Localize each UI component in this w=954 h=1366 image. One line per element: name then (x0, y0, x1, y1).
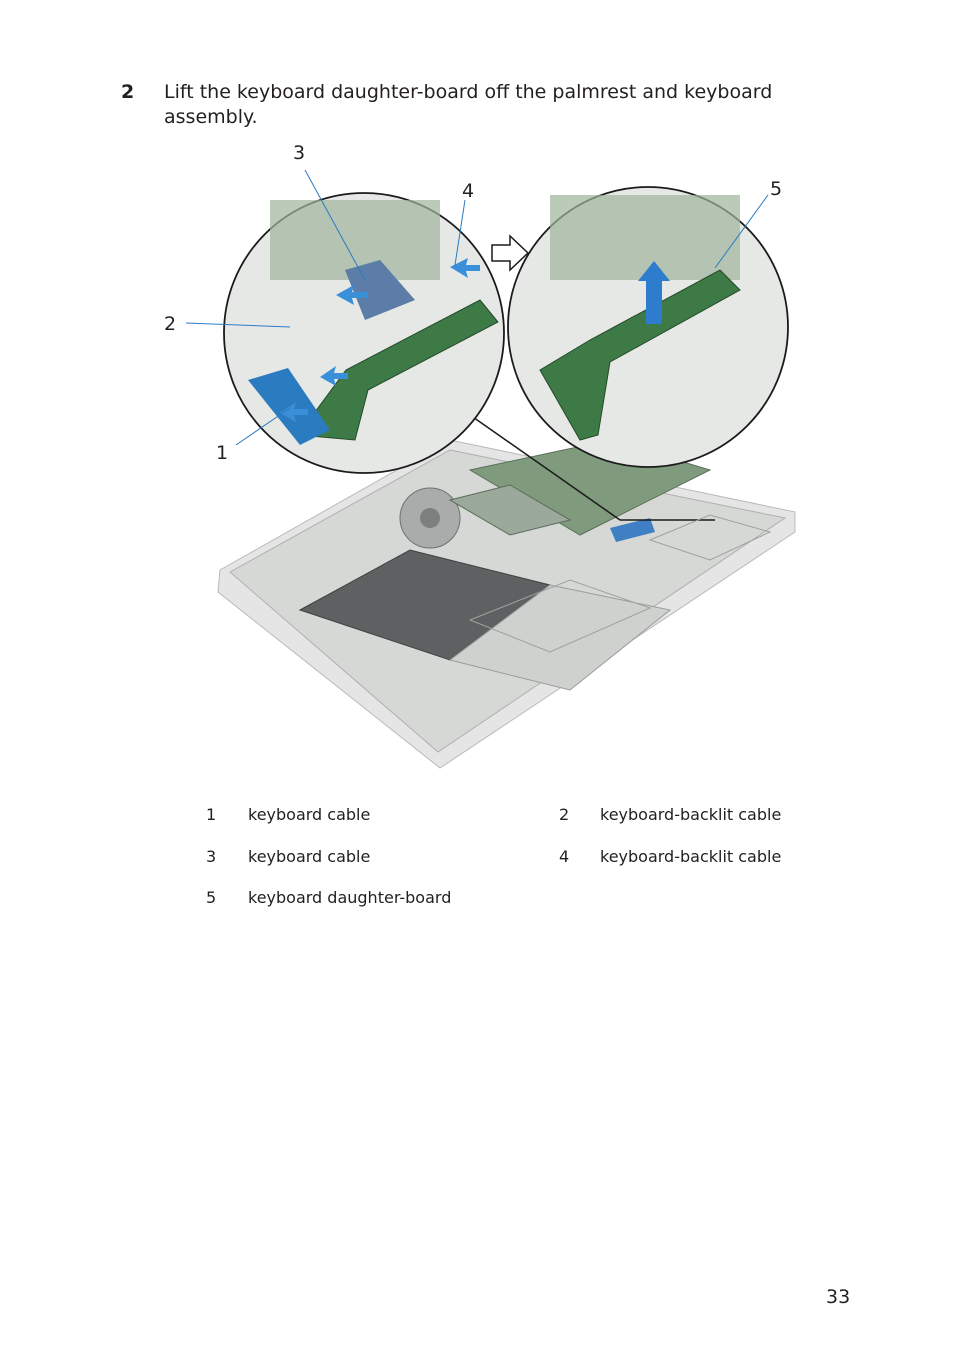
legend-label: keyboard cable (248, 847, 371, 866)
legend-number: 1 (206, 805, 217, 824)
laptop-diagram (185, 169, 796, 769)
legend-number: 4 (559, 847, 570, 866)
zoom-detail-left (223, 192, 505, 474)
disassembly-illustration: 3 4 5 2 1 (150, 140, 810, 780)
legend-label: keyboard daughter-board (248, 888, 452, 907)
callout-1: 1 (216, 442, 229, 464)
step-text: Lift the keyboard daughter-board off the… (164, 81, 773, 128)
callout-5: 5 (770, 178, 783, 200)
zoom-detail-right (507, 186, 789, 468)
legend-number: 5 (206, 888, 217, 907)
legend-number: 2 (559, 805, 570, 824)
callout-4: 4 (462, 180, 475, 202)
laptop-base (217, 439, 796, 769)
legend-label: keyboard-backlit cable (600, 805, 782, 824)
page-number: 33 (826, 1286, 851, 1308)
transition-arrow-icon (491, 234, 530, 272)
legend-label: keyboard-backlit cable (600, 847, 782, 866)
legend-label: keyboard cable (248, 805, 371, 824)
callout-2: 2 (164, 313, 177, 335)
legend-number: 3 (206, 847, 217, 866)
callout-3: 3 (293, 142, 306, 164)
step-number: 2 (121, 81, 135, 103)
